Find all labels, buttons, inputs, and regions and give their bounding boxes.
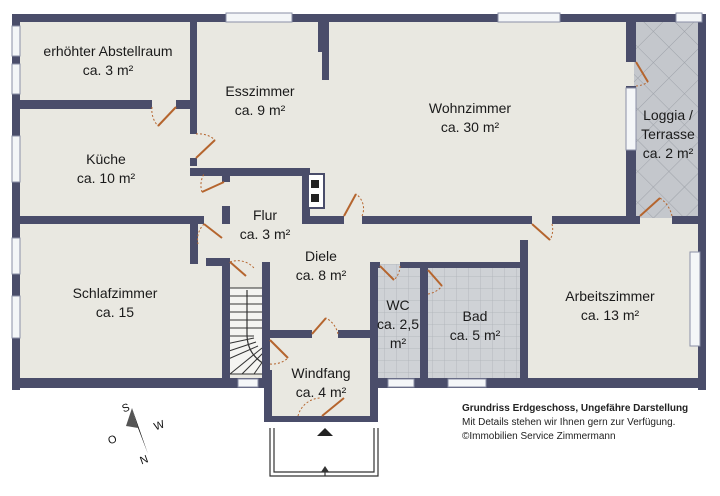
chimney — [307, 173, 325, 209]
room-name: Loggia / — [643, 107, 693, 123]
room-area: ca. 3 m² — [82, 62, 134, 78]
room-name: erhöhter Abstellraum — [43, 43, 173, 59]
room-abstellraum: erhöhter Abstellraum ca. 3 m² — [24, 42, 192, 80]
room-name: Arbeitszimmer — [565, 288, 655, 304]
room-loggia: Loggia / Terrasse ca. 2 m² — [636, 106, 700, 163]
room-wc: WC ca. 2,5 m² — [372, 296, 424, 353]
compass-o: O — [106, 433, 119, 447]
room-schlafzimmer: Schlafzimmer ca. 15 — [40, 284, 190, 322]
room-name: Flur — [252, 207, 278, 223]
loggia-floor — [634, 22, 698, 218]
compass-icon: S W O N — [106, 401, 166, 467]
room-area: ca. 13 m² — [580, 307, 640, 323]
room-name: Küche — [86, 151, 126, 167]
room-name: Bad — [462, 308, 488, 324]
floor-areas — [18, 20, 698, 418]
room-kueche: Küche ca. 10 m² — [40, 150, 172, 188]
room-name: Esszimmer — [225, 83, 295, 99]
bad-floor — [428, 264, 524, 378]
legend-details: Mit Details stehen wir Ihnen gern zur Ve… — [462, 417, 676, 428]
room-bad: Bad ca. 5 m² — [430, 307, 520, 345]
room-diele: Diele ca. 8 m² — [276, 247, 366, 285]
room-name: WC — [386, 297, 410, 313]
wc-floor — [376, 264, 428, 378]
room-area: ca. 10 m² — [76, 170, 136, 186]
room-area: ca. 15 — [95, 304, 135, 320]
room-name: Windfang — [291, 365, 351, 381]
room-wohnzimmer: Wohnzimmer ca. 30 m² — [400, 99, 540, 137]
legend-title: Grundriss Erdgeschoss, Ungefähre Darstel… — [462, 403, 689, 414]
room-arbeitszimmer: Arbeitszimmer ca. 13 m² — [530, 287, 690, 325]
staircase — [225, 287, 269, 375]
room-flur: Flur ca. 3 m² — [222, 206, 308, 244]
room-area: ca. 4 m² — [295, 384, 347, 400]
compass-w: W — [152, 418, 166, 433]
room-area: ca. 2 m² — [642, 145, 694, 161]
compass-s: S — [120, 401, 131, 415]
room-area: ca. 3 m² — [239, 226, 291, 242]
room-name-2: Terrasse — [641, 126, 695, 142]
legend-copyright: ©Immobilien Service Zimmermann — [462, 431, 616, 442]
walls — [12, 14, 706, 422]
doors — [151, 61, 673, 417]
compass-n: N — [138, 453, 150, 467]
room-name: Schlafzimmer — [72, 285, 158, 301]
room-windfang: Windfang ca. 4 m² — [276, 364, 366, 402]
plan-legend: Grundriss Erdgeschoss, Ungefähre Darstel… — [462, 402, 712, 444]
room-name: Diele — [305, 248, 337, 264]
room-name: Wohnzimmer — [428, 100, 512, 116]
entrance-steps — [269, 428, 379, 477]
room-area: ca. 9 m² — [234, 102, 286, 118]
room-area-unit: m² — [389, 335, 407, 351]
windows — [11, 12, 703, 388]
room-esszimmer: Esszimmer ca. 9 m² — [200, 82, 320, 120]
room-area: ca. 5 m² — [449, 327, 501, 343]
room-area: ca. 2,5 — [376, 316, 420, 332]
room-area: ca. 8 m² — [295, 267, 347, 283]
room-area: ca. 30 m² — [440, 119, 500, 135]
